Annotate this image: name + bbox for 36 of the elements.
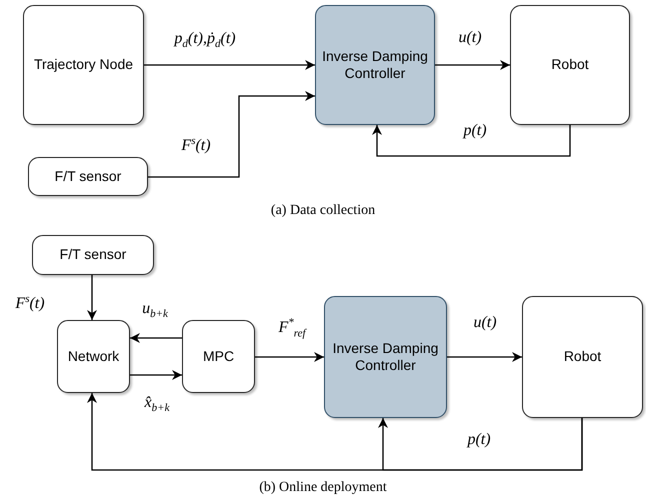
node-label: Network <box>68 348 120 366</box>
arrow <box>87 275 97 320</box>
edge-label: p$_{d}$(t),ṗ$_{d}$(t) <box>173 30 237 50</box>
process-box <box>522 296 643 418</box>
caption: (b) Online deployment <box>259 480 387 496</box>
process-box <box>57 320 130 393</box>
controller-box <box>324 296 447 418</box>
node-label: Trajectory Node <box>34 56 134 74</box>
node-label: Robot <box>551 56 589 74</box>
process-box <box>23 5 144 125</box>
edge-label: x̂$_{b+k}$ <box>144 394 170 414</box>
arrow <box>130 333 182 343</box>
node-label: MPC <box>202 348 234 366</box>
arrow <box>378 418 583 471</box>
controller-box <box>315 5 435 125</box>
node-label: Inverse Damping Controller <box>332 340 440 374</box>
arrow <box>255 352 324 362</box>
arrow <box>144 60 315 70</box>
process-box <box>510 5 630 125</box>
edge-label: p(t) <box>466 431 492 449</box>
edge-label: u(t) <box>457 29 483 47</box>
node-label: Inverse Damping Controller <box>322 48 428 82</box>
process-box <box>182 320 255 393</box>
edge-label: u(t) <box>472 314 498 332</box>
edge-label: p(t) <box>462 122 488 140</box>
arrow <box>148 91 315 178</box>
process-box <box>32 235 154 275</box>
process-box <box>28 157 148 196</box>
arrow <box>435 60 510 70</box>
arrow <box>372 125 571 157</box>
node-label: Robot <box>564 348 602 366</box>
caption: (a) Data collection <box>270 203 376 219</box>
node-label: F/T sensor <box>60 246 126 264</box>
node-label: F/T sensor <box>54 168 122 186</box>
arrow <box>447 352 522 362</box>
arrow <box>130 370 182 380</box>
